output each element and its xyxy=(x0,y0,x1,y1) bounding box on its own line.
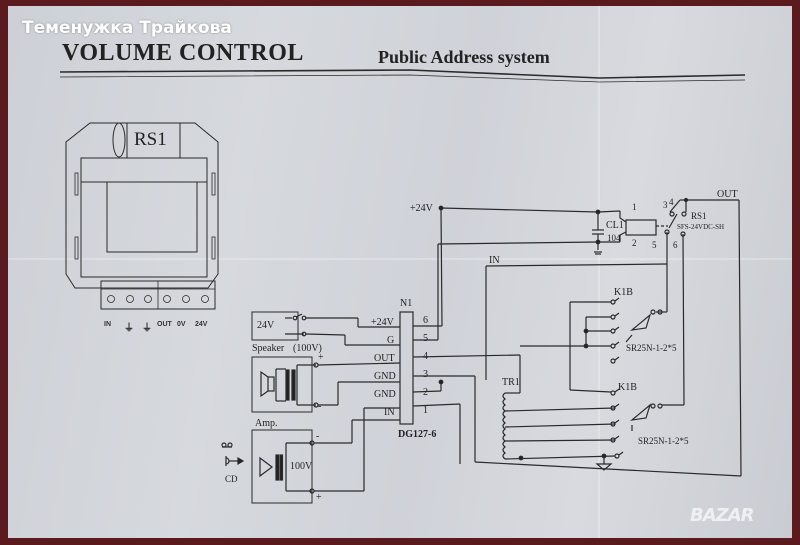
switch-name: K1B xyxy=(614,287,633,298)
in-wire xyxy=(485,263,668,267)
relay-part: SFS-24VDC-SH xyxy=(677,223,725,231)
terminal-label: OUT xyxy=(157,321,172,328)
switch-part: SR25N-1-2*5 xyxy=(626,343,677,353)
connector-pin-number: 4 xyxy=(423,351,428,362)
power-source-voltage: 24V xyxy=(257,320,275,331)
connector-pin-number: 1 xyxy=(423,405,428,416)
switch-part: SR25N-1-2*5 xyxy=(638,436,689,446)
rotary-switch-lower xyxy=(610,388,663,459)
wire xyxy=(437,241,599,245)
amp-output: 100V xyxy=(290,461,313,472)
knob-icon xyxy=(112,122,126,158)
supply-rail xyxy=(413,205,621,327)
connector-n1 xyxy=(399,311,414,425)
connector-signal: GND xyxy=(374,371,396,382)
header-rule xyxy=(59,74,746,83)
transformer-tr1 xyxy=(502,355,616,471)
terminal-label: ⏚ xyxy=(124,323,134,334)
amp-box xyxy=(251,429,313,504)
paper-fold xyxy=(8,258,792,260)
terminal-label: 24V xyxy=(195,321,208,328)
amplifier-icon xyxy=(259,442,312,492)
rotary-switch-upper xyxy=(520,297,663,393)
connector-signal: G xyxy=(387,335,395,346)
capacitor-cl1 xyxy=(592,212,604,255)
paper-fold xyxy=(598,6,600,538)
speaker-minus: - xyxy=(318,401,322,412)
out-wire xyxy=(738,199,742,477)
switch-name: K1B xyxy=(618,382,637,393)
speaker-box xyxy=(251,356,313,413)
terminal-label: ⏚ xyxy=(142,323,152,334)
in-label: IN xyxy=(489,255,500,266)
speaker-rating: (100V) xyxy=(293,343,322,354)
connector-name: N1 xyxy=(400,298,413,309)
seller-name-overlay: Теменужка Трайкова xyxy=(22,18,232,38)
relay-name: RS1 xyxy=(691,211,707,221)
speaker-plus: + xyxy=(318,352,324,363)
speaker-icon xyxy=(260,364,316,406)
connector-pin-number: 5 xyxy=(423,333,428,344)
connector-signal: +24V xyxy=(371,317,394,328)
screw-terminal-icons xyxy=(107,295,209,303)
relay-coil xyxy=(625,219,657,236)
connector-pin-number: 3 xyxy=(423,369,428,380)
out-label: OUT xyxy=(717,189,738,200)
amp-label: Amp. xyxy=(255,418,278,429)
terminal-label: 0V xyxy=(177,321,186,328)
capacitor-value: 104 xyxy=(607,233,621,243)
connector-signal: GND xyxy=(374,389,396,400)
relay-pin: 2 xyxy=(632,238,637,248)
page-subtitle: Public Address system xyxy=(378,47,550,67)
connector-pin-number: 2 xyxy=(423,387,428,398)
relay-pin: 6 xyxy=(673,240,678,250)
connector-signal: OUT xyxy=(374,353,395,364)
power-source-box xyxy=(251,311,299,341)
schematic-sheet xyxy=(8,6,792,538)
transformer-name: TR1 xyxy=(502,377,520,388)
connector-pin-number: 6 xyxy=(423,315,428,326)
device-drawing xyxy=(65,122,219,310)
watermark-logo: BAZAR xyxy=(690,505,754,526)
device-label: RS1 xyxy=(134,129,167,150)
connector-wires xyxy=(412,354,521,464)
page-title: VOLUME CONTROL xyxy=(62,40,304,66)
amp-source: CD xyxy=(225,474,238,484)
relay-contacts xyxy=(664,197,739,237)
terminal-label: IN xyxy=(104,321,111,328)
speaker-label: Speaker xyxy=(252,343,285,354)
relay-pin: 3 xyxy=(663,200,668,210)
amp-plus: + xyxy=(316,492,322,503)
header-rule xyxy=(59,69,746,79)
capacitor-name: CL1 xyxy=(606,220,624,231)
relay-pin: 5 xyxy=(652,240,657,250)
relay-pin: 1 xyxy=(632,202,637,212)
cd-source-icon xyxy=(221,442,245,466)
amp-minus: - xyxy=(316,431,320,442)
connector-part: DG127-6 xyxy=(398,429,437,440)
out-wire xyxy=(474,461,742,477)
relay-pin: 4 xyxy=(669,197,674,207)
connector-signal: IN xyxy=(384,407,395,418)
supply-label: +24V xyxy=(410,203,433,214)
